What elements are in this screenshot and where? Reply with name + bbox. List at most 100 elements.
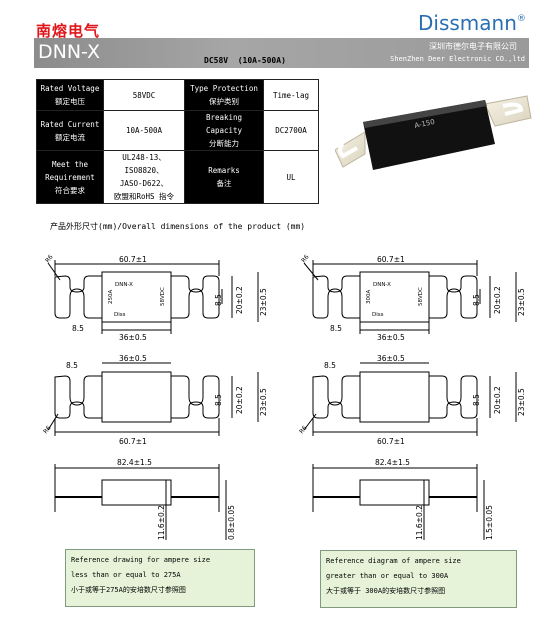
fuse-body-outline <box>101 271 172 323</box>
spec-header-cell: Remarks 备注 <box>184 150 264 204</box>
radius-leader <box>303 413 317 431</box>
dim-label: 8.5 <box>72 324 84 333</box>
dim-label: 36±0.5 <box>377 354 405 363</box>
note-box-right: Reference diagram of ampere size greater… <box>320 550 517 608</box>
dim-label: 8.5 <box>324 361 336 370</box>
fuse-brand-label: Diss <box>114 312 126 318</box>
fuse-rating-label: 300A <box>366 290 372 304</box>
note-line: 大于或等于 300A的安培数尺寸参照图 <box>326 587 446 595</box>
label-cn: 符合要求 <box>55 185 85 195</box>
terminal-slot-left <box>338 142 358 159</box>
note-line: greater than or equal to 300A <box>326 572 449 580</box>
registered-mark: ® <box>516 14 526 24</box>
dim-label: 36±0.5 <box>119 354 147 363</box>
label-en: Rated Voltage <box>40 84 100 93</box>
terminal-slot-right <box>502 102 524 116</box>
label-en: Breaking Capacity <box>205 113 243 135</box>
fuse-body-edge <box>363 100 487 128</box>
left-bottom-view <box>47 362 259 436</box>
radius-leader <box>303 262 319 281</box>
dim-label: 8.5 <box>472 394 481 406</box>
dim-label: 8.5 <box>66 361 78 370</box>
right-terminal <box>171 275 220 319</box>
fuse-voltage-label: 58VDC <box>160 287 166 306</box>
label-en: Remarks <box>208 166 240 175</box>
fuse-body-outline <box>359 371 430 423</box>
fuse-side-body <box>101 479 172 506</box>
note-line: less than or equal to 275A <box>71 571 181 579</box>
dim-label: 20±0.2 <box>493 286 502 314</box>
dim-label: 60.7±1 <box>377 437 405 446</box>
dim-label: 20±0.2 <box>493 386 502 414</box>
dim-label: 60.7±1 <box>377 255 405 264</box>
brand-name: Dissmann <box>418 11 517 35</box>
label-en: Rated Current <box>40 119 100 129</box>
standard-line: UL248-13、ISO8820、 <box>122 153 166 175</box>
dim-label: 82.4±1.5 <box>375 458 410 467</box>
dim-label: 60.7±1 <box>119 437 147 446</box>
product-photo: A-150 <box>335 95 532 170</box>
dimensions-title: 产品外形尺寸(mm)/Overall dimensions of the pro… <box>50 222 306 231</box>
spec-header-cell: Rated Voltage 额定电压 <box>36 79 104 111</box>
spec-value-cell: UL248-13、ISO8820、JASO-D622、欧盟和RoHS 指令 <box>103 150 185 204</box>
dim-label: 23±0.5 <box>517 288 526 316</box>
spec-value-cell: 58VDC <box>103 79 185 111</box>
left-side-view <box>54 464 227 540</box>
spec-header-cell: Breaking Capacity 分断能力 <box>184 110 264 151</box>
right-terminal <box>429 275 478 319</box>
left-terminal <box>312 375 361 419</box>
label-en: Type Protection <box>190 84 258 93</box>
label-cn: 分断能力 <box>209 139 239 148</box>
dim-label: 82.4±1.5 <box>117 458 152 467</box>
spec-value-cell: DC2700A <box>263 110 319 151</box>
dim-label: 8.5 <box>214 394 223 406</box>
fuse-body-outline <box>101 371 172 423</box>
right-top-view <box>303 260 517 334</box>
dim-label: 1.5±0.05 <box>485 505 494 540</box>
dim-label: 8.5 <box>214 294 223 306</box>
spec-table: Rated Voltage 额定电压 58VDC Type Protection 保… <box>36 79 319 204</box>
dim-label: 20±0.2 <box>235 386 244 414</box>
fuse-body-outline <box>359 271 430 323</box>
spec-header-cell: Rated Current 额定电流 <box>36 110 104 151</box>
standard-line: JASO-D622、 <box>119 179 169 188</box>
dim-label: 23±0.5 <box>259 288 268 316</box>
fuse-rating-label: 250A <box>108 290 114 304</box>
voltage-current-range: DC58V (10A-500A) <box>204 56 286 65</box>
left-terminal <box>54 275 103 319</box>
right-terminal <box>171 375 220 419</box>
note-line: 小于或等于275A的安培数尺寸参照图 <box>71 586 186 594</box>
right-bottom-view <box>303 362 517 436</box>
radius-leader <box>47 262 61 281</box>
note-line: Reference diagram of ampere size <box>326 557 461 565</box>
dim-label: 36±0.5 <box>119 333 147 342</box>
dim-label: 36±0.5 <box>377 333 405 342</box>
note-box-left: Reference drawing for ampere size less t… <box>65 549 255 607</box>
label-cn: 备注 <box>216 179 232 188</box>
label-en: Meet the <box>51 159 89 169</box>
label-en: Requirement <box>45 172 95 182</box>
label-cn: 保护类别 <box>209 97 239 106</box>
brand-logo: Dissmann® <box>418 11 526 35</box>
right-side-view <box>312 464 485 540</box>
brand-chinese: 南熔电气 <box>36 22 101 40</box>
dim-label: R6 <box>44 254 55 265</box>
label-cn: 额定电流 <box>55 132 85 142</box>
left-terminal <box>54 375 103 419</box>
dim-label: 23±0.5 <box>259 388 268 416</box>
dim-label: 11.6±0.2 <box>157 505 166 540</box>
title-bar: DNN-X DC58V (10A-500A) 深圳市德尔电子有限公司 ShenZ… <box>34 38 529 68</box>
label-cn: 额定电压 <box>55 97 85 106</box>
dim-label: R6 <box>300 254 311 265</box>
dim-label: 20±0.2 <box>235 286 244 314</box>
spec-header-cell: Type Protection 保护类别 <box>184 79 264 111</box>
dim-label: 11.6±0.2 <box>415 505 424 540</box>
dim-label: R6 <box>42 425 53 436</box>
dim-label: 8.5 <box>472 294 481 306</box>
spec-row: Rated Voltage 额定电压 58VDC Type Protection 保… <box>36 79 319 111</box>
left-top-view <box>47 260 259 334</box>
